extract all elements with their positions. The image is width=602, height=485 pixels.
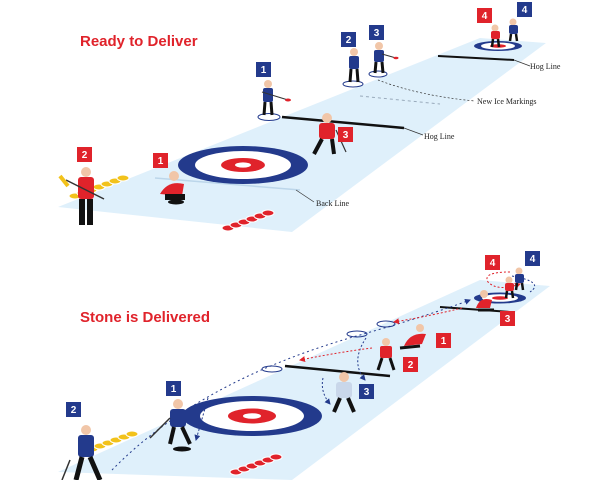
ice-sheet	[58, 38, 546, 232]
back-line	[154, 177, 301, 191]
svg-text:4: 4	[490, 258, 496, 269]
hog-line-far	[439, 306, 511, 313]
hog-line-far	[437, 55, 515, 61]
player-blue-skip-2	[61, 425, 103, 481]
badge-red-1: 1	[153, 153, 168, 168]
badge-red-2: 2	[403, 357, 418, 372]
movement-arrow-red	[486, 271, 521, 289]
ice-marking-circle	[346, 330, 368, 338]
house-near	[178, 146, 308, 184]
badge-red-3: 3	[500, 311, 515, 326]
badge-blue-3: 3	[369, 25, 384, 40]
movement-arrow-red	[299, 347, 373, 362]
svg-text:4: 4	[522, 5, 528, 16]
svg-text:4: 4	[482, 11, 488, 22]
ice-sheet	[58, 280, 550, 480]
movement-arrow-blue	[194, 397, 209, 441]
player-blue-4	[508, 18, 519, 42]
player-blue-sweeper-3	[332, 372, 356, 413]
svg-text:3: 3	[364, 387, 370, 398]
svg-text:2: 2	[346, 35, 352, 46]
svg-text:2: 2	[82, 150, 88, 161]
section-title-ready-to-deliver: Ready to Deliver	[80, 33, 198, 50]
player-red-4	[490, 24, 501, 48]
badge-red-3: 3	[338, 127, 353, 142]
ice-marking-dashes	[359, 95, 441, 105]
player-blue-3	[373, 42, 399, 74]
player-red-sweeper-3	[312, 113, 347, 155]
svg-text:1: 1	[441, 336, 447, 347]
svg-text:1: 1	[158, 156, 164, 167]
player-red-sweeper-1	[399, 324, 426, 350]
section-title-stone-is-delivered: Stone is Delivered	[80, 309, 211, 326]
player-red-3	[476, 290, 494, 312]
player-blue-2	[348, 48, 360, 83]
svg-text:4: 4	[530, 254, 536, 265]
hog-line-near	[281, 115, 405, 130]
badge-blue-1: 1	[256, 62, 271, 77]
badge-blue-4: 4	[525, 251, 540, 266]
svg-text:1: 1	[171, 384, 177, 395]
leader-hog-far	[513, 59, 531, 67]
section-stone-is-delivered: 4 4 3 1 2 3 1	[58, 251, 550, 481]
section-ready-to-deliver: Hog Line New Ice Markings Hog Line Back …	[58, 2, 561, 232]
player-red-thrower-1	[160, 171, 185, 205]
badge-red-4: 4	[485, 255, 500, 270]
leader-hog-near	[403, 127, 424, 136]
player-red-skip-2	[58, 167, 105, 225]
svg-text:3: 3	[343, 130, 349, 141]
player-red-4	[504, 276, 515, 299]
badge-blue-2: 2	[66, 402, 81, 417]
player-blue-1	[261, 80, 291, 116]
label-back-line: Back Line	[316, 199, 350, 208]
player-blue-thrower-1	[149, 399, 192, 452]
hog-line-near	[284, 364, 391, 378]
badge-red-1: 1	[436, 333, 451, 348]
player-red-sweeper-2	[376, 338, 396, 371]
label-hog-line-near: Hog Line	[424, 132, 455, 141]
svg-text:2: 2	[71, 405, 77, 416]
label-hog-line-far: Hog Line	[530, 62, 561, 71]
badge-blue-4: 4	[517, 2, 532, 17]
leader-back-line	[295, 189, 315, 203]
ice-marking-circle	[257, 113, 281, 121]
svg-text:3: 3	[505, 314, 511, 325]
movement-arrow-red	[393, 307, 463, 325]
ice-marking-circle	[368, 70, 388, 78]
movement-arrow-blue	[321, 377, 331, 405]
label-new-ice-markings: New Ice Markings	[477, 97, 537, 106]
svg-text:1: 1	[261, 65, 267, 76]
ice-marking-circle	[261, 365, 283, 373]
stones-red-near	[229, 453, 283, 476]
badge-blue-3: 3	[359, 384, 374, 399]
house-near	[182, 396, 322, 436]
badge-blue-2: 2	[341, 32, 356, 47]
movement-arrow-blue	[357, 337, 367, 381]
badge-red-4: 4	[477, 8, 492, 23]
leader-new-ice	[377, 79, 476, 102]
badge-red-2: 2	[77, 147, 92, 162]
badge-blue-1: 1	[166, 381, 181, 396]
svg-text:3: 3	[374, 28, 380, 39]
ice-marking-circle	[342, 80, 364, 88]
stones-red-near	[221, 209, 275, 232]
svg-text:2: 2	[408, 360, 414, 371]
player-blue-4	[514, 267, 525, 291]
